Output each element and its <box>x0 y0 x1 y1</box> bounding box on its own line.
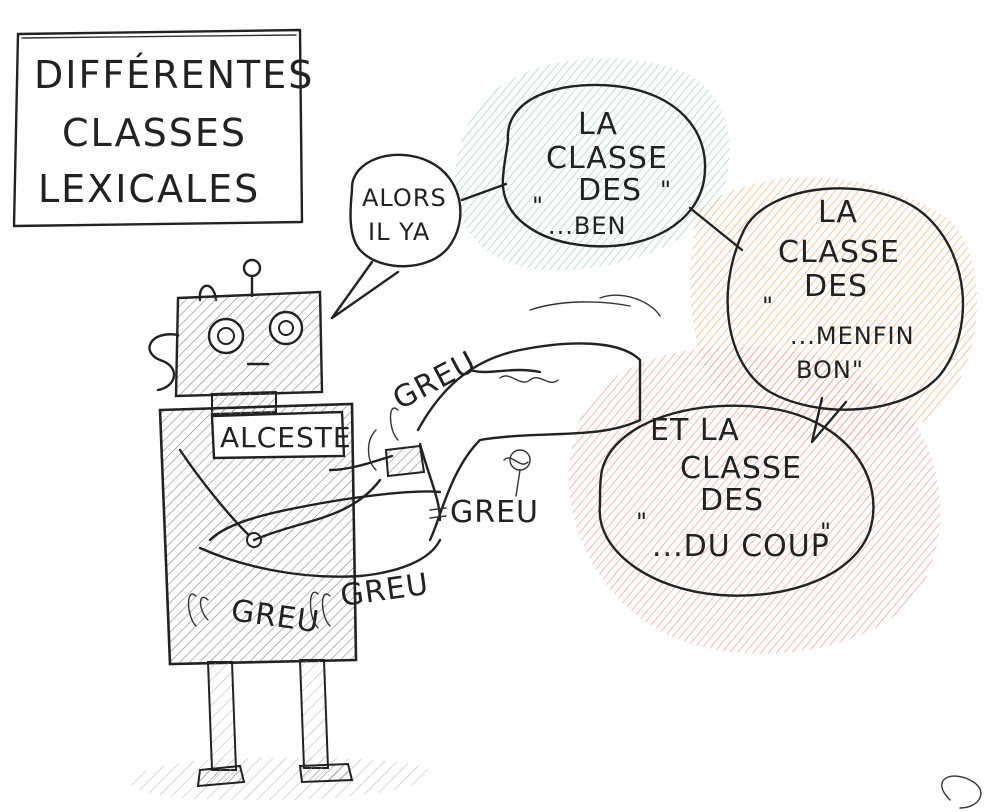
ben-quote-close: " <box>660 176 672 204</box>
ben-line-2: CLASSE <box>546 141 668 176</box>
menfin-line-1: LA <box>818 195 858 230</box>
title-line-1: DIFFÉRENTES <box>34 53 314 97</box>
ducoup-quote-open: " <box>636 508 648 536</box>
menfin-line-3: DES <box>804 269 868 304</box>
intro-line-2: IL YA <box>368 218 430 246</box>
ben-line-4: ...BEN <box>548 212 626 240</box>
menfin-line-5: BON" <box>796 356 864 384</box>
paper-scroll <box>198 294 661 578</box>
title-line-2: CLASSES <box>62 111 247 155</box>
speech-bubble-intro: ALORS IL YA <box>330 153 508 320</box>
ducoup-line-3: DES <box>700 483 764 518</box>
ducoup-line-2: CLASSE <box>680 451 802 486</box>
ducoup-line-4: ...DU COUP <box>652 529 830 564</box>
menfin-quote-open: " <box>762 292 774 320</box>
title-line-3: LEXICALES <box>38 167 260 211</box>
intro-line-1: ALORS <box>362 184 447 212</box>
robot-name: ALCESTE <box>220 421 352 454</box>
signature-mark <box>941 775 982 809</box>
color-washes <box>454 58 978 654</box>
speech-bubble-menfin: LA CLASSE DES " ...MENFIN BON" <box>726 187 965 444</box>
robot-shadow <box>130 757 431 801</box>
robot-eyes <box>207 310 304 355</box>
menfin-line-2: CLASSE <box>778 235 900 270</box>
ducoup-line-1: ET LA <box>650 413 740 448</box>
sound-greu-1: GREU <box>387 344 482 417</box>
ducoup-quote-close: " <box>820 518 832 546</box>
menfin-line-4: ...MENFIN <box>790 322 915 350</box>
ben-line-3: DES <box>578 173 642 208</box>
ben-line-1: LA <box>578 107 618 142</box>
title-box: DIFFÉRENTES CLASSES LEXICALES <box>12 28 314 228</box>
green-wash <box>454 58 730 271</box>
robot-head <box>174 290 324 398</box>
speech-bubble-ducoup: ET LA CLASSE DES " ...DU COUP " <box>598 404 875 597</box>
robot-name-plate: ALCESTE <box>210 410 352 460</box>
ben-quote-open: " <box>532 192 544 220</box>
sound-greu-2: GREU <box>450 495 539 530</box>
speech-bubble-ben: LA CLASSE DES " " ...BEN <box>501 83 744 252</box>
red-wash <box>568 346 941 654</box>
robot: ALCESTE GREU GREU GREU <box>130 258 661 801</box>
